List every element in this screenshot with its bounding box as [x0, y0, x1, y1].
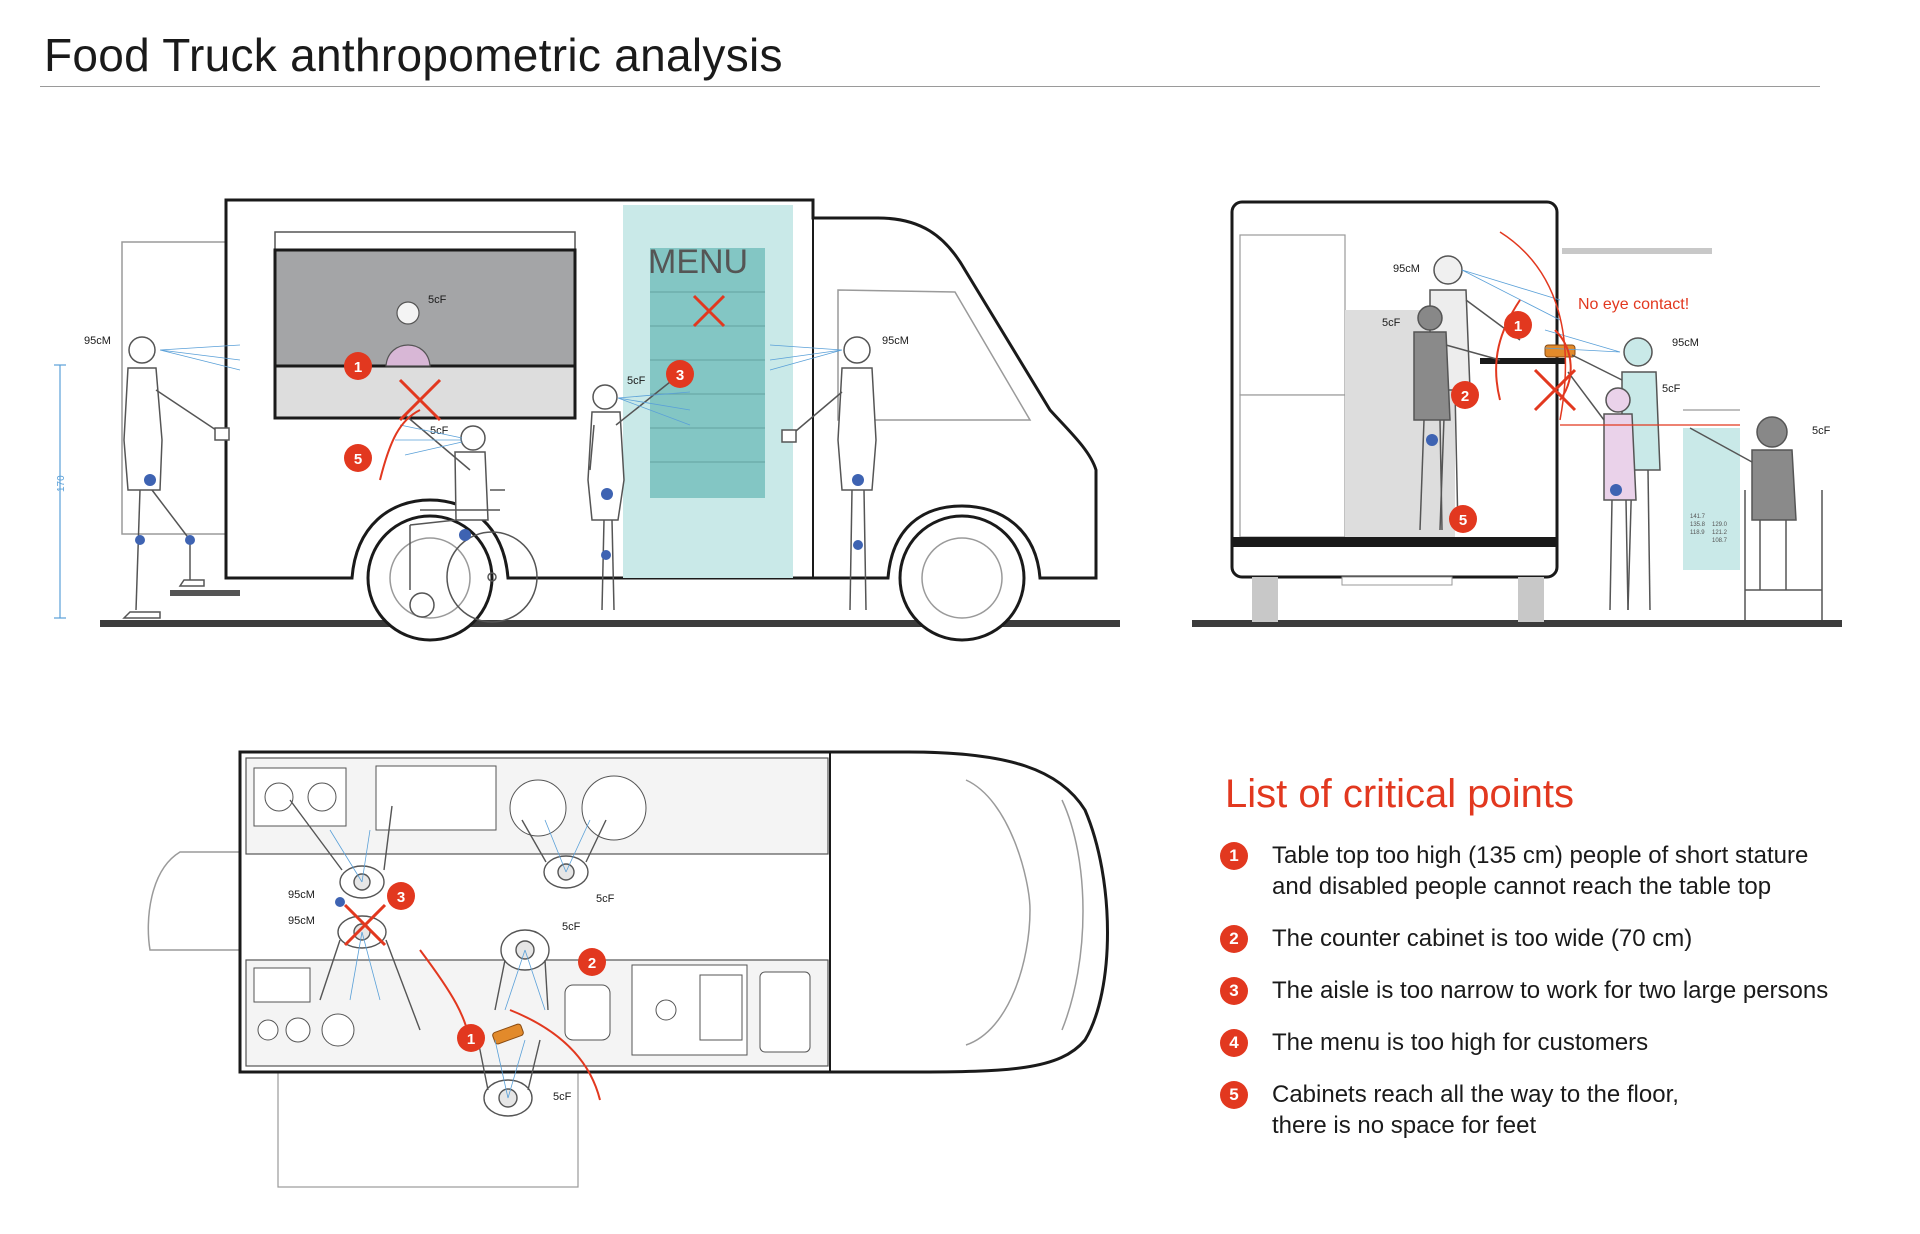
svg-text:5cF: 5cF — [430, 425, 449, 437]
critical-point-text: Cabinets reach all the way to the floor,… — [1272, 1081, 1679, 1139]
critical-point-number: 3 — [1220, 977, 1248, 1005]
figure-rear-customer-short — [1567, 371, 1637, 611]
title-divider — [40, 86, 1820, 87]
critical-point-item: 3 The aisle is too narrow to work for tw… — [1220, 975, 1900, 1006]
svg-text:3: 3 — [676, 367, 684, 384]
svg-text:95cM: 95cM — [1672, 337, 1699, 349]
step-plate — [170, 590, 240, 596]
food-tray — [1544, 344, 1576, 358]
svg-text:5cF: 5cF — [562, 921, 581, 933]
marker-rear-5: 5 — [1449, 505, 1477, 533]
side-view: 170 5cF — [54, 198, 1120, 642]
figure-standing-right — [781, 336, 877, 611]
svg-text:135.8: 135.8 — [1690, 522, 1706, 528]
svg-text:5cF: 5cF — [1812, 425, 1831, 437]
svg-text:118.9: 118.9 — [1690, 530, 1705, 536]
svg-text:5cF: 5cF — [553, 1091, 572, 1103]
critical-point-text: The menu is too high for customers — [1272, 1029, 1649, 1056]
svg-text:2: 2 — [1461, 388, 1469, 405]
critical-point-number: 4 — [1220, 1029, 1248, 1057]
svg-text:108.7: 108.7 — [1712, 538, 1728, 544]
svg-text:5cF: 5cF — [627, 375, 646, 387]
marker-top-1: 1 — [457, 1024, 485, 1052]
critical-point-item: 1 Table top too high (135 cm) people of … — [1220, 840, 1900, 902]
svg-text:129.0: 129.0 — [1712, 522, 1728, 528]
figure-rear-vendor-short — [1413, 305, 1501, 531]
svg-text:5: 5 — [354, 451, 362, 468]
counter-x-mark — [398, 378, 442, 422]
rear-x-mark — [1533, 368, 1577, 412]
critical-point-item: 5 Cabinets reach all the way to the floo… — [1220, 1079, 1900, 1141]
critical-point-item: 2 The counter cabinet is too wide (70 cm… — [1220, 923, 1900, 954]
serving-counter — [273, 364, 577, 420]
reach-zone — [1683, 428, 1740, 570]
svg-text:3: 3 — [397, 889, 405, 906]
marker-rear-2: 2 — [1451, 381, 1479, 409]
svg-text:121.2: 121.2 — [1712, 530, 1728, 536]
reach-arc-wheelchair — [379, 409, 421, 481]
critical-points-list: 1 Table top too high (135 cm) people of … — [1220, 840, 1900, 1141]
svg-text:5cF: 5cF — [1382, 317, 1401, 329]
critical-point-text: The counter cabinet is too wide (70 cm) — [1272, 925, 1693, 952]
serving-window — [273, 248, 577, 368]
side-ground — [100, 620, 1120, 627]
critical-points-heading: List of critical points — [1225, 772, 1575, 816]
svg-text:2: 2 — [588, 955, 596, 972]
figure-standing-left — [122, 336, 230, 619]
svg-text:5cF: 5cF — [428, 294, 447, 306]
svg-text:141.7: 141.7 — [1690, 514, 1706, 520]
rear-wheel — [366, 514, 494, 642]
marker-side-5: 5 — [344, 444, 372, 472]
critical-point-text: Table top too high (135 cm) people of sh… — [1272, 842, 1809, 900]
marker-side-3: 3 — [666, 360, 694, 388]
rear-ground — [1192, 620, 1842, 627]
aisle-x-mark — [343, 903, 387, 947]
svg-text:95cM: 95cM — [288, 889, 315, 901]
top-view: 95cM 95cM 5cF 5cF 5cF 3 2 1 — [147, 750, 1109, 1188]
marker-top-3: 3 — [387, 882, 415, 910]
figure-rear-wheelchair — [1689, 416, 1823, 620]
svg-text:95cM: 95cM — [288, 915, 315, 927]
page-title: Food Truck anthropometric analysis — [44, 29, 783, 81]
rear-view: 95cM 5cF 95cM 5cF — [1192, 200, 1842, 627]
svg-text:1: 1 — [1514, 318, 1522, 335]
critical-point-text: The aisle is too narrow to work for two … — [1272, 977, 1829, 1004]
food-tray-top — [492, 1023, 524, 1045]
rear-ramp-outline — [277, 1066, 579, 1188]
critical-point-number: 2 — [1220, 925, 1248, 953]
critical-point-item: 4 The menu is too high for customers — [1220, 1027, 1900, 1058]
menu-label: MENU — [648, 243, 748, 281]
svg-text:1: 1 — [467, 1031, 475, 1048]
svg-text:1: 1 — [354, 359, 362, 376]
figure-wheelchair — [404, 414, 538, 623]
svg-text:95cM: 95cM — [882, 335, 909, 347]
svg-text:95cM: 95cM — [84, 335, 111, 347]
figure-standing-woman — [587, 381, 671, 611]
svg-text:5: 5 — [1459, 512, 1467, 529]
marker-top-2: 2 — [578, 948, 606, 976]
window-awning — [274, 231, 576, 251]
front-wheel — [898, 514, 1026, 642]
height-dimension-label: 170 — [56, 475, 67, 492]
menu-x-mark — [692, 294, 726, 328]
vendor-body — [385, 344, 431, 367]
critical-point-number: 5 — [1220, 1081, 1248, 1109]
svg-text:95cM: 95cM — [1393, 263, 1420, 275]
vendor-head — [396, 301, 420, 325]
marker-side-1: 1 — [344, 352, 372, 380]
rear-awning — [1562, 248, 1712, 254]
svg-text:5cF: 5cF — [596, 893, 615, 905]
no-eye-contact-label: No eye contact! — [1578, 296, 1689, 313]
critical-point-number: 1 — [1220, 842, 1248, 870]
marker-rear-1: 1 — [1504, 311, 1532, 339]
svg-text:5cF: 5cF — [1662, 383, 1681, 395]
cab-window — [837, 289, 1032, 421]
